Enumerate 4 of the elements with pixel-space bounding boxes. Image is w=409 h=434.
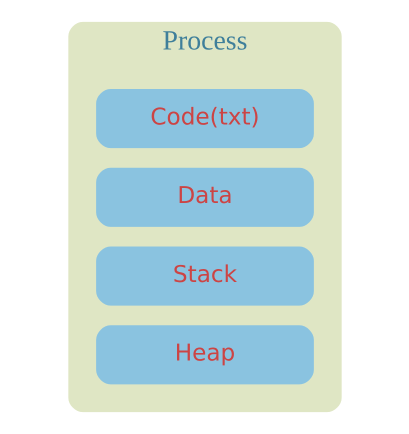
node-box: Heap: [96, 325, 314, 384]
node-box: Stack: [96, 246, 314, 306]
node-box: Code(txt): [96, 89, 314, 148]
node-box: Data: [96, 168, 314, 227]
